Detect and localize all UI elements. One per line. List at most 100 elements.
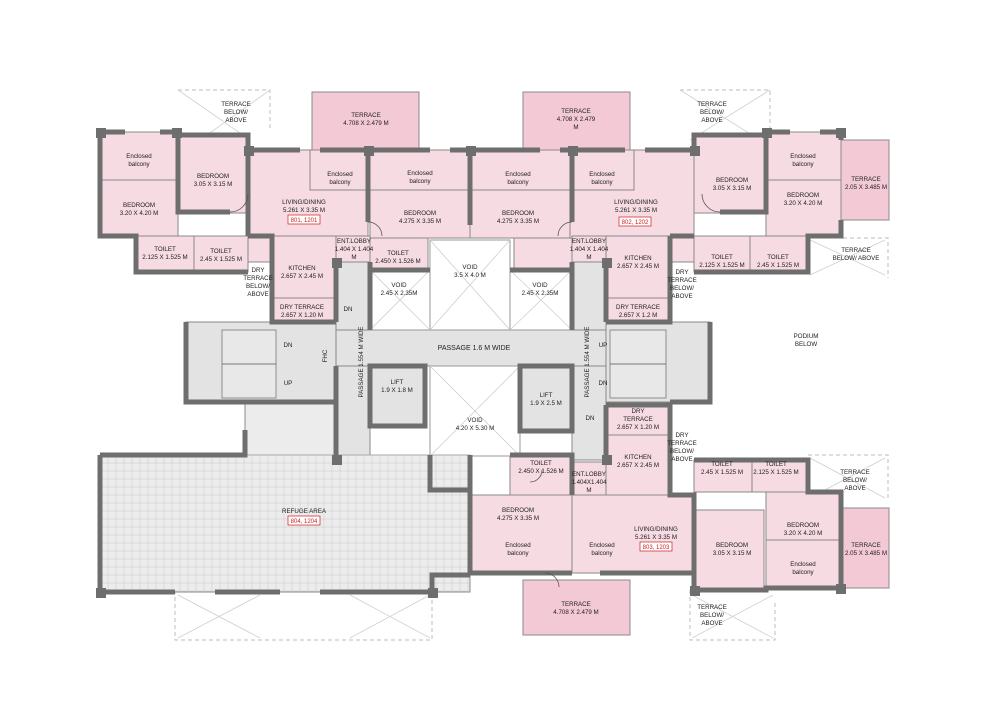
svg-text:2.657 X 2.45 M: 2.657 X 2.45 M <box>617 263 659 270</box>
svg-text:TERRACE: TERRACE <box>623 416 653 423</box>
terrace-size: 2.05 X 3.485 M <box>845 550 887 557</box>
terrace-below-label: TERRACE <box>697 101 727 108</box>
svg-text:BEDROOM: BEDROOM <box>716 177 748 184</box>
svg-text:BEDROOM: BEDROOM <box>787 522 819 529</box>
svg-text:TOILET: TOILET <box>765 461 787 468</box>
svg-text:3.05 X 3.15 M: 3.05 X 3.15 M <box>713 550 752 557</box>
svg-text:BEDROOM: BEDROOM <box>197 173 229 180</box>
svg-text:UP: UP <box>284 380 293 387</box>
passage-label-left: PASSAGE 1.554 M WIDE <box>358 326 365 397</box>
unit-number-box <box>639 541 673 552</box>
svg-text:Enclosed: Enclosed <box>126 153 152 160</box>
svg-text:3.05 X 3.15 M: 3.05 X 3.15 M <box>713 185 752 192</box>
passage-label: PASSAGE 1.6 M WIDE <box>438 345 511 352</box>
svg-text:2.657 X 1.2 M: 2.657 X 1.2 M <box>619 312 658 319</box>
svg-text:2.657 X 2.45 M: 2.657 X 2.45 M <box>281 273 323 280</box>
svg-text:M: M <box>586 487 591 494</box>
terrace-below-label: BELOW/ <box>700 109 724 116</box>
svg-text:ABOVE: ABOVE <box>671 456 692 463</box>
svg-text:2.45 X 1.525 M: 2.45 X 1.525 M <box>200 256 242 263</box>
svg-text:2.45 X 1.525 M: 2.45 X 1.525 M <box>701 469 743 476</box>
svg-text:balcony: balcony <box>591 550 613 557</box>
terrace-below-label: BELOW/ <box>224 109 248 116</box>
svg-text:BEDROOM: BEDROOM <box>123 202 155 209</box>
svg-text:DRY: DRY <box>676 269 689 276</box>
terrace-size: 4.708 X 2.479 M <box>343 120 388 127</box>
svg-text:2.125 X 1.525 M: 2.125 X 1.525 M <box>753 469 798 476</box>
svg-text:2.450 X 1.526 M: 2.450 X 1.526 M <box>375 258 420 265</box>
svg-text:LIVING/DINING: LIVING/DINING <box>614 199 658 206</box>
svg-text:VOID: VOID <box>467 417 483 424</box>
svg-text:balcony: balcony <box>329 179 351 186</box>
svg-text:DRY: DRY <box>632 408 645 415</box>
terrace-bottom <box>522 579 631 636</box>
svg-text:LIFT: LIFT <box>391 379 404 386</box>
terrace-size: 4.708 X 2.479 M <box>553 609 598 616</box>
terrace-size-unit: M <box>573 124 578 131</box>
svg-text:DRY TERRACE: DRY TERRACE <box>616 304 660 311</box>
svg-text:M: M <box>586 254 591 261</box>
svg-text:BEDROOM: BEDROOM <box>787 192 819 199</box>
svg-text:balcony: balcony <box>507 550 529 557</box>
terrace-size: 4.708 X 2.479 <box>557 116 596 123</box>
unit-801 <box>99 131 471 323</box>
unit-number: 802, 1202 <box>622 220 649 226</box>
svg-text:FHC: FHC <box>322 349 329 362</box>
svg-text:TOILET: TOILET <box>154 246 176 253</box>
svg-text:2.125 X 1.525 M: 2.125 X 1.525 M <box>142 254 187 261</box>
terrace-side-right-top <box>840 139 890 221</box>
svg-text:Enclosed: Enclosed <box>327 171 353 178</box>
walls <box>97 129 844 595</box>
svg-text:5.261 X 3.35 M: 5.261 X 3.35 M <box>635 534 677 541</box>
svg-text:Enclosed: Enclosed <box>505 171 531 178</box>
svg-text:balcony: balcony <box>792 569 814 576</box>
svg-text:KITCHEN: KITCHEN <box>624 255 651 262</box>
unit-number-box <box>287 515 321 526</box>
svg-text:Enclosed: Enclosed <box>790 153 816 160</box>
svg-text:Enclosed: Enclosed <box>505 542 531 549</box>
svg-text:3.20 X 4.20 M: 3.20 X 4.20 M <box>784 200 823 207</box>
svg-text:TOILET: TOILET <box>711 254 733 261</box>
svg-text:1.404 X 1.404: 1.404 X 1.404 <box>570 246 609 253</box>
terrace-below-label: BELOW/ ABOVE <box>833 255 880 262</box>
svg-text:Enclosed: Enclosed <box>589 171 615 178</box>
svg-text:4.275 X 3.35 M: 4.275 X 3.35 M <box>399 218 441 225</box>
svg-text:3.05 X 3.15 M: 3.05 X 3.15 M <box>194 181 233 188</box>
svg-text:DRY: DRY <box>252 267 265 274</box>
svg-text:3.20 X 4.20 M: 3.20 X 4.20 M <box>784 530 823 537</box>
svg-text:DN: DN <box>344 306 353 313</box>
svg-text:Enclosed: Enclosed <box>589 542 615 549</box>
terrace-label: TERRACE <box>851 176 881 183</box>
svg-text:TERRACE: TERRACE <box>667 440 697 447</box>
unit-number: 804, 1204 <box>291 519 318 525</box>
svg-text:ABOVE: ABOVE <box>247 291 268 298</box>
svg-text:TERRACE: TERRACE <box>243 275 273 282</box>
svg-text:LIVING/DINING: LIVING/DINING <box>282 199 326 206</box>
svg-text:ENT.LOBBY: ENT.LOBBY <box>572 471 606 478</box>
svg-text:2.657 X 1.20 M: 2.657 X 1.20 M <box>617 424 659 431</box>
terrace-label: TERRACE <box>561 108 591 115</box>
svg-text:TOILET: TOILET <box>530 460 552 467</box>
svg-text:ABOVE: ABOVE <box>671 293 692 300</box>
columns <box>96 128 846 598</box>
svg-text:4.275 X 3.35 M: 4.275 X 3.35 M <box>497 515 539 522</box>
terrace-below-label: TERRACE <box>841 247 871 254</box>
svg-text:1.9 X 1.8 M: 1.9 X 1.8 M <box>381 387 413 394</box>
svg-text:balcony: balcony <box>507 179 529 186</box>
svg-text:DRY: DRY <box>676 432 689 439</box>
stair-right <box>609 329 667 399</box>
svg-text:BEDROOM: BEDROOM <box>502 507 534 514</box>
svg-text:BEDROOM: BEDROOM <box>404 210 436 217</box>
svg-text:2.45 X 2.35M: 2.45 X 2.35M <box>522 290 559 297</box>
terrace-outlines <box>174 89 889 641</box>
svg-text:M: M <box>351 254 356 261</box>
svg-text:BELOW/: BELOW/ <box>670 285 694 292</box>
svg-text:ENT.LOBBY: ENT.LOBBY <box>572 238 606 245</box>
unit-number-box <box>618 216 652 227</box>
svg-text:5.261 X 3.35 M: 5.261 X 3.35 M <box>615 207 657 214</box>
terrace-side-right-bottom <box>840 507 890 589</box>
podium-label: BELOW <box>795 341 818 348</box>
svg-text:DN: DN <box>284 342 293 349</box>
unit-number: 801, 1201 <box>291 218 318 224</box>
svg-text:1.404X1.404: 1.404X1.404 <box>571 479 607 486</box>
